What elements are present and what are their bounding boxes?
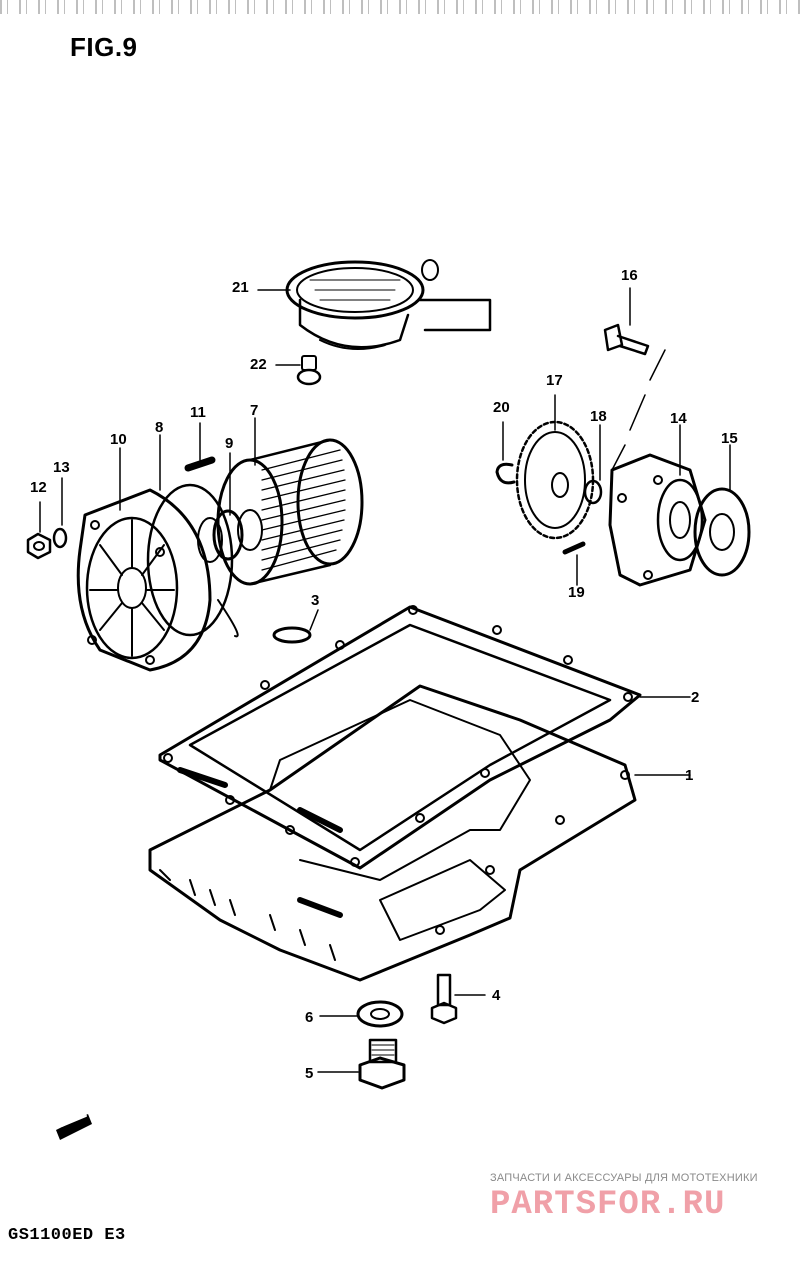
scan-noise-border (0, 0, 800, 14)
drain-plug-part-5 (358, 1038, 406, 1090)
o-ring-part-3 (272, 626, 312, 644)
callout-18: 18 (590, 408, 607, 425)
callout-5: 5 (305, 1065, 314, 1082)
callout-12: 12 (30, 479, 47, 496)
o-ring-part-8 (146, 483, 239, 638)
callout-16: 16 (621, 267, 638, 284)
callout-19: 19 (568, 584, 585, 601)
callout-22: 22 (250, 356, 267, 373)
oil-pump-part-14 (608, 453, 707, 587)
callout-20: 20 (493, 399, 510, 416)
callout-8: 8 (155, 419, 164, 436)
washer-part-18 (583, 479, 603, 505)
callout-4: 4 (492, 987, 501, 1004)
watermark-tagline: ЗАПЧАСТИ И АКСЕССУАРЫ ДЛЯ МОТОТЕХНИКИ (490, 1172, 758, 1184)
gear-part-17 (515, 420, 595, 540)
callout-17: 17 (546, 372, 563, 389)
circlip-part-20 (495, 462, 516, 485)
gasket-part-15 (693, 487, 751, 577)
callout-6: 6 (305, 1009, 314, 1026)
nut-part-12 (26, 532, 52, 560)
callout-3: 3 (311, 592, 320, 609)
callout-14: 14 (670, 410, 687, 427)
oil-strainer-part-21 (285, 259, 492, 350)
oil-filter-part-7 (216, 438, 364, 586)
oil-pan-part-1 (148, 684, 637, 982)
callout-7: 7 (250, 402, 259, 419)
callout-11: 11 (190, 404, 206, 421)
callout-21: 21 (232, 279, 249, 296)
callout-15: 15 (721, 430, 738, 447)
pin-part-19 (562, 541, 586, 555)
oil-pan-gasket-part-2 (158, 605, 642, 870)
bolt-part-4 (430, 973, 458, 1025)
filter-cover-part-10 (76, 488, 212, 672)
callout-13: 13 (53, 459, 70, 476)
washer-part-13 (52, 527, 68, 549)
pin-part-11 (184, 456, 216, 472)
leader-lines (39, 287, 731, 1073)
washer-part-6 (356, 1000, 404, 1028)
front-arrow-icon (56, 1114, 92, 1140)
watermark-logo: PARTSFOR.RU (490, 1186, 726, 1224)
callout-9: 9 (225, 435, 234, 452)
model-code: GS1100ED E3 (8, 1226, 126, 1245)
figure-title: FIG.9 (70, 32, 138, 62)
callout-1: 1 (685, 767, 694, 784)
bolt-part-16 (603, 323, 666, 471)
callout-2: 2 (691, 689, 700, 706)
bolt-part-22 (296, 355, 322, 386)
callout-10: 10 (110, 431, 127, 448)
